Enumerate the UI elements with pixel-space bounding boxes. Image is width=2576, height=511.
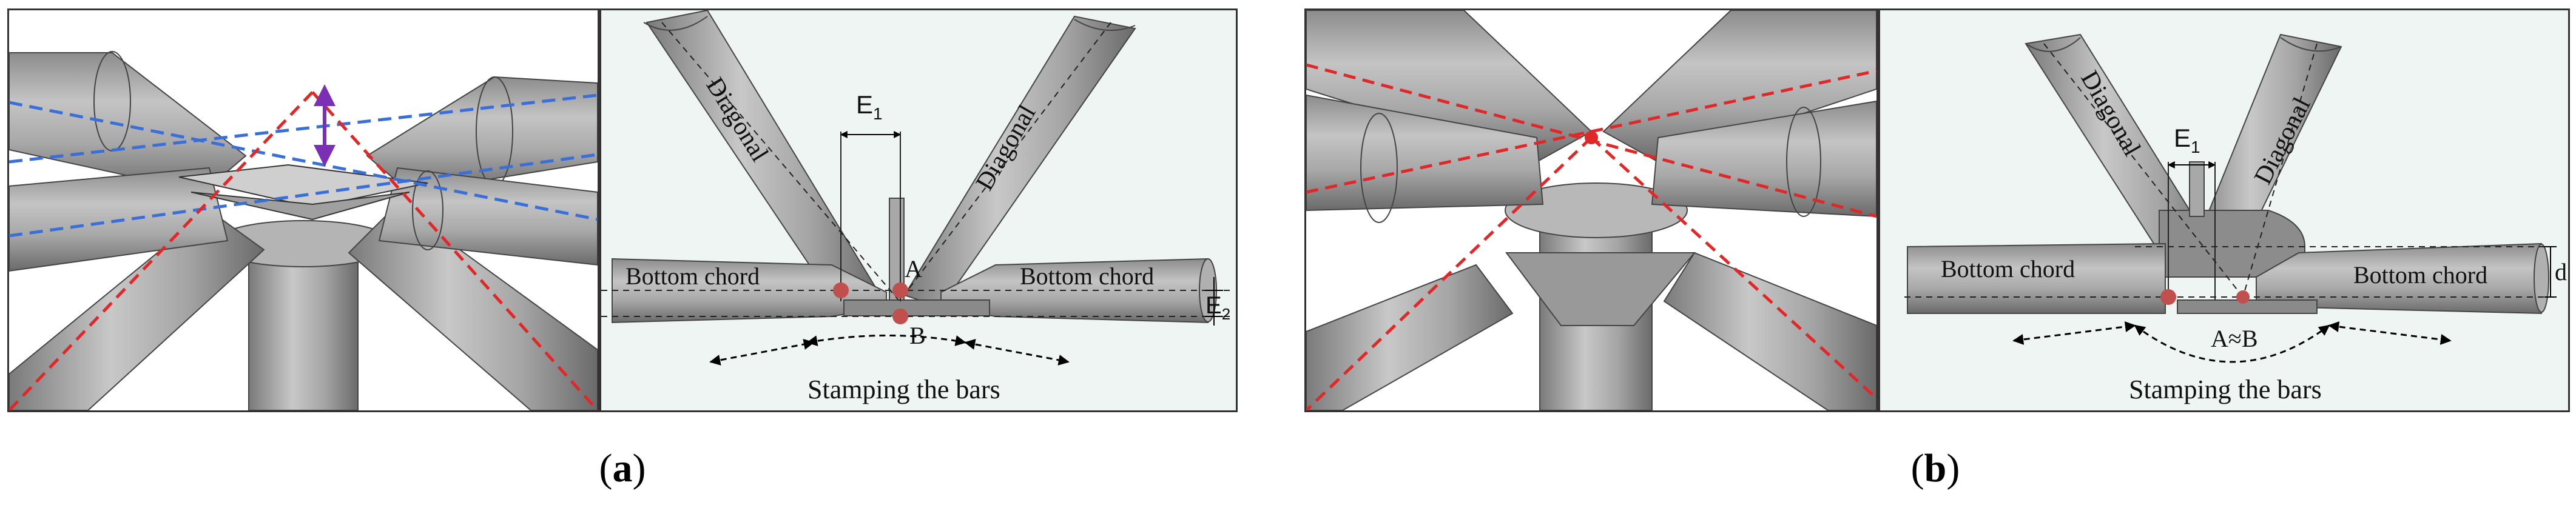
point-a-label: A: [905, 255, 922, 282]
figure-a-render: [7, 8, 599, 412]
node-point-ab: [2236, 290, 2250, 304]
bottom-chord-right-label-b: Bottom chord: [2353, 261, 2487, 289]
offset-d-label: d: [2555, 258, 2567, 286]
stamping-caption: Stamping the bars: [808, 375, 1000, 404]
bottom-chord-left-label: Bottom chord: [625, 262, 760, 290]
e1-label-b: E1: [2174, 124, 2200, 156]
bottom-chord-right-label: Bottom chord: [1020, 262, 1154, 290]
node-point-a: [892, 282, 908, 298]
figure-a-label: (a): [599, 446, 646, 490]
figure-b-schematic-drawing: E1 d Diagonal Diagonal Bottom chord Bott…: [1904, 33, 2567, 404]
bottom-chord-left-label-b: Bottom chord: [1941, 255, 2075, 282]
figure-b-render: [1304, 8, 1878, 412]
coincidence-label: A≈B: [2211, 325, 2258, 352]
joint-intersection-point: [1585, 131, 1598, 144]
node-point-left: [833, 282, 849, 298]
figure-a-schematic-drawing: E1 E2 Diagonal Diagonal A B Bottom chord…: [601, 10, 1232, 404]
figure-a-schematic: E1 E2 Diagonal Diagonal A B Bottom chord…: [599, 8, 1238, 412]
node-point-left-b: [2160, 289, 2176, 305]
node-point-b: [892, 309, 908, 324]
figure-b-schematic: E1 d Diagonal Diagonal Bottom chord Bott…: [1878, 8, 2570, 412]
stamping-caption-b: Stamping the bars: [2129, 375, 2322, 404]
figure-a-3d-joint: [9, 51, 598, 410]
e1-label: E1: [856, 90, 883, 123]
figure-b-label: (b): [1910, 446, 1960, 490]
figure-b-3d-joint: [1306, 10, 1876, 410]
e2-label: E2: [1205, 292, 1230, 323]
